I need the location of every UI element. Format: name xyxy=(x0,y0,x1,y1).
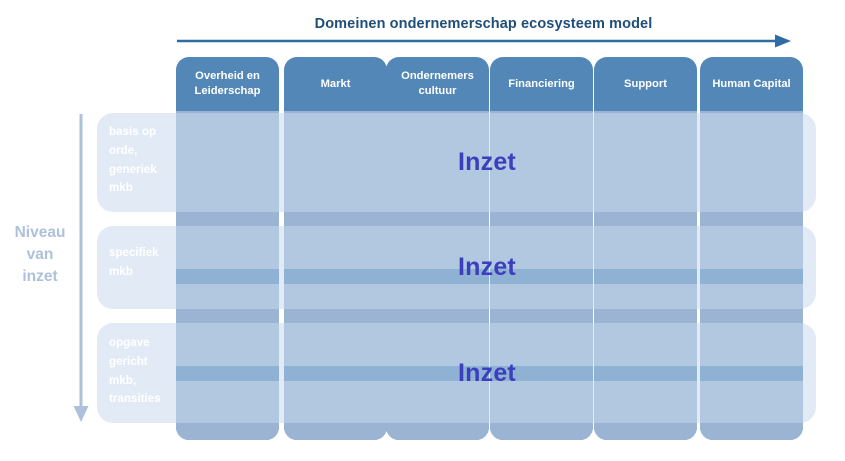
column-row-separator xyxy=(386,269,489,284)
horizontal-axis-arrow-icon xyxy=(177,34,791,48)
row-label: specifiek mkb xyxy=(109,246,159,278)
column-human-capital[interactable]: Human Capital xyxy=(700,57,803,440)
column-header-label: Financiering xyxy=(508,77,575,90)
column-row-separator xyxy=(594,366,697,381)
column-markt[interactable]: Markt xyxy=(284,57,387,440)
column-body xyxy=(176,111,279,440)
column-header-label: Support xyxy=(624,77,667,90)
column-row-separator xyxy=(490,366,593,381)
column-row-separator xyxy=(386,366,489,381)
column-row-separator xyxy=(176,366,279,381)
column-support[interactable]: Support xyxy=(594,57,697,440)
column-body xyxy=(490,111,593,440)
vertical-axis-arrow-icon xyxy=(73,114,89,422)
column-body xyxy=(386,111,489,440)
vertical-axis-label: Niveau van inzet xyxy=(8,222,72,288)
column-body xyxy=(700,111,803,440)
column-row-separator xyxy=(700,366,803,381)
column-header-label: Human Capital xyxy=(712,77,791,90)
column-header-label: Ondernemers cultuur xyxy=(401,70,474,97)
column-row-separator xyxy=(284,269,387,284)
column-ondernemers-cultuur[interactable]: Ondernemers cultuur xyxy=(386,57,489,440)
column-header-label: Overheid en Leiderschap xyxy=(194,70,261,97)
vertical-axis-label-line3: inzet xyxy=(22,268,58,285)
column-row-separator xyxy=(490,269,593,284)
vertical-axis-label-line1: Niveau xyxy=(14,224,66,241)
column-row-separator xyxy=(284,366,387,381)
column-row-separator xyxy=(700,269,803,284)
column-financiering[interactable]: Financiering xyxy=(490,57,593,440)
column-overheid-en-leiderschap[interactable]: Overheid en Leiderschap xyxy=(176,57,279,440)
column-header-label: Markt xyxy=(320,77,351,90)
vertical-axis-label-line2: van xyxy=(26,246,54,263)
column-row-separator xyxy=(176,269,279,284)
row-label: basis op orde, generiek mkb xyxy=(109,125,157,195)
top-axis-title: Domeinen ondernemerschap ecosysteem mode… xyxy=(314,16,653,32)
row-label: opgave gericht mkb, transities xyxy=(109,336,161,406)
column-row-separator xyxy=(594,269,697,284)
column-body xyxy=(284,111,387,440)
column-body xyxy=(594,111,697,440)
